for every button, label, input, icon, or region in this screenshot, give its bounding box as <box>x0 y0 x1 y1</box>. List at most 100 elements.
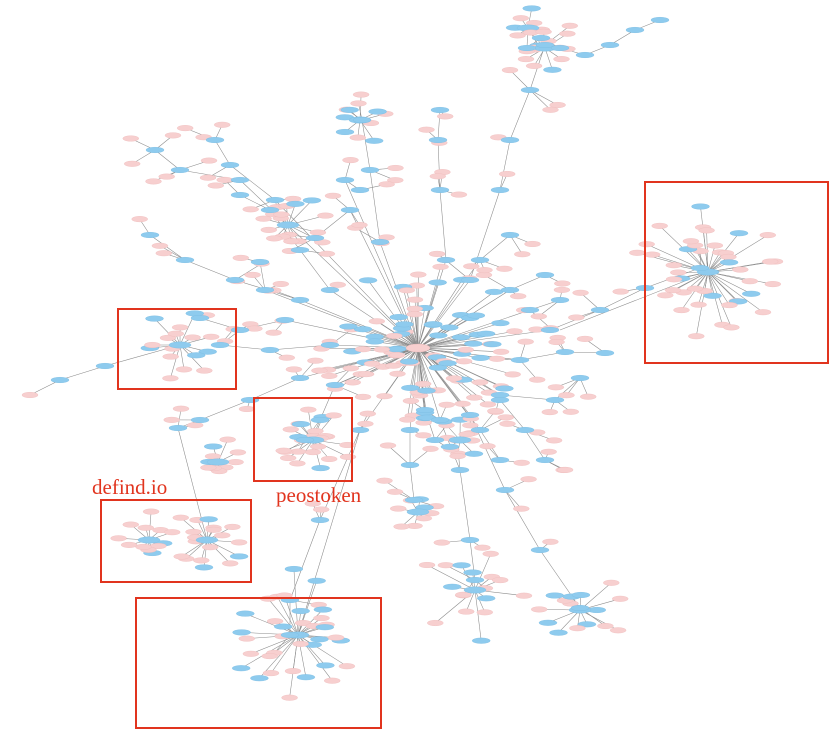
leaf-node[interactable] <box>612 288 629 295</box>
account-node[interactable] <box>471 354 490 361</box>
account-node[interactable] <box>491 320 510 327</box>
leaf-node[interactable] <box>213 121 231 128</box>
account-node[interactable] <box>429 332 448 339</box>
leaf-node[interactable] <box>517 338 534 345</box>
account-node[interactable] <box>274 623 293 630</box>
leaf-node[interactable] <box>476 609 493 616</box>
account-node[interactable] <box>500 287 520 294</box>
leaf-node[interactable] <box>262 670 280 677</box>
account-node[interactable] <box>452 562 471 569</box>
account-node[interactable] <box>550 45 570 52</box>
leaf-node[interactable] <box>339 442 356 449</box>
leaf-node[interactable] <box>227 459 244 466</box>
account-node[interactable] <box>430 186 450 193</box>
leaf-node[interactable] <box>501 67 519 74</box>
leaf-node[interactable] <box>651 222 668 229</box>
account-node[interactable] <box>483 341 502 348</box>
account-node[interactable] <box>168 425 188 432</box>
leaf-node[interactable] <box>476 267 493 274</box>
account-node[interactable] <box>545 397 565 404</box>
leaf-node[interactable] <box>273 211 290 218</box>
account-node[interactable] <box>370 238 390 245</box>
leaf-node[interactable] <box>471 379 489 386</box>
leaf-node[interactable] <box>510 293 527 300</box>
account-node[interactable] <box>265 196 285 203</box>
account-node[interactable] <box>95 363 115 370</box>
leaf-node[interactable] <box>569 625 586 632</box>
account-node[interactable] <box>530 547 550 554</box>
leaf-node[interactable] <box>553 286 571 293</box>
leaf-node[interactable] <box>313 506 330 513</box>
leaf-node[interactable] <box>549 101 566 108</box>
leaf-node[interactable] <box>406 311 423 318</box>
leaf-node[interactable] <box>200 464 217 471</box>
leaf-node[interactable] <box>199 174 217 181</box>
leaf-node[interactable] <box>175 366 193 373</box>
leaf-node[interactable] <box>163 529 181 536</box>
account-node[interactable] <box>600 42 620 49</box>
leaf-node[interactable] <box>184 334 201 341</box>
leaf-node[interactable] <box>580 393 597 400</box>
leaf-node[interactable] <box>289 460 306 467</box>
leaf-node[interactable] <box>561 22 578 29</box>
leaf-node[interactable] <box>429 173 446 180</box>
account-node[interactable] <box>340 206 360 213</box>
account-node[interactable] <box>451 334 471 341</box>
leaf-node[interactable] <box>159 334 177 341</box>
account-node[interactable] <box>719 259 739 266</box>
account-node[interactable] <box>450 467 470 474</box>
account-node[interactable] <box>460 537 480 544</box>
account-node[interactable] <box>535 42 555 49</box>
leaf-node[interactable] <box>721 302 738 309</box>
account-node[interactable] <box>438 360 457 367</box>
account-node[interactable] <box>310 417 330 424</box>
account-node[interactable] <box>250 259 270 266</box>
leaf-node[interactable] <box>515 592 533 599</box>
account-node[interactable] <box>275 317 295 324</box>
account-node[interactable] <box>440 324 459 331</box>
account-node[interactable] <box>395 321 414 328</box>
account-node[interactable] <box>428 279 447 286</box>
leaf-node[interactable] <box>497 414 514 421</box>
leaf-node[interactable] <box>462 422 479 429</box>
leaf-node[interactable] <box>201 544 219 551</box>
leaf-node[interactable] <box>410 271 427 278</box>
account-node[interactable] <box>425 437 445 444</box>
leaf-node[interactable] <box>723 324 740 331</box>
account-node[interactable] <box>703 292 722 299</box>
leaf-node[interactable] <box>352 91 370 98</box>
leaf-node[interactable] <box>603 579 620 586</box>
leaf-node[interactable] <box>657 292 674 299</box>
account-node[interactable] <box>291 421 311 428</box>
leaf-node[interactable] <box>145 178 162 185</box>
leaf-node[interactable] <box>406 305 423 312</box>
leaf-node[interactable] <box>513 459 530 466</box>
account-node[interactable] <box>571 592 591 599</box>
leaf-node[interactable] <box>385 362 402 369</box>
account-node[interactable] <box>510 357 530 364</box>
account-node[interactable] <box>400 462 420 469</box>
account-node[interactable] <box>404 497 424 504</box>
leaf-node[interactable] <box>260 226 277 233</box>
account-node[interactable] <box>310 636 329 643</box>
leaf-node[interactable] <box>673 307 690 314</box>
account-node[interactable] <box>570 375 590 382</box>
leaf-node[interactable] <box>363 360 381 367</box>
leaf-node[interactable] <box>638 241 655 248</box>
leaf-node[interactable] <box>547 384 565 391</box>
account-node[interactable] <box>406 508 430 516</box>
account-node[interactable] <box>229 553 249 560</box>
leaf-node[interactable] <box>327 634 345 641</box>
leaf-node[interactable] <box>309 229 327 236</box>
leaf-node[interactable] <box>562 408 579 415</box>
leaf-node[interactable] <box>732 266 749 273</box>
account-node[interactable] <box>260 206 280 213</box>
account-node[interactable] <box>365 338 384 345</box>
account-node[interactable] <box>230 191 250 198</box>
leaf-node[interactable] <box>520 476 537 483</box>
account-node[interactable] <box>555 349 575 356</box>
account-node[interactable] <box>190 417 210 424</box>
account-node[interactable] <box>428 136 448 143</box>
leaf-node[interactable] <box>300 406 317 413</box>
account-node[interactable] <box>535 457 555 464</box>
